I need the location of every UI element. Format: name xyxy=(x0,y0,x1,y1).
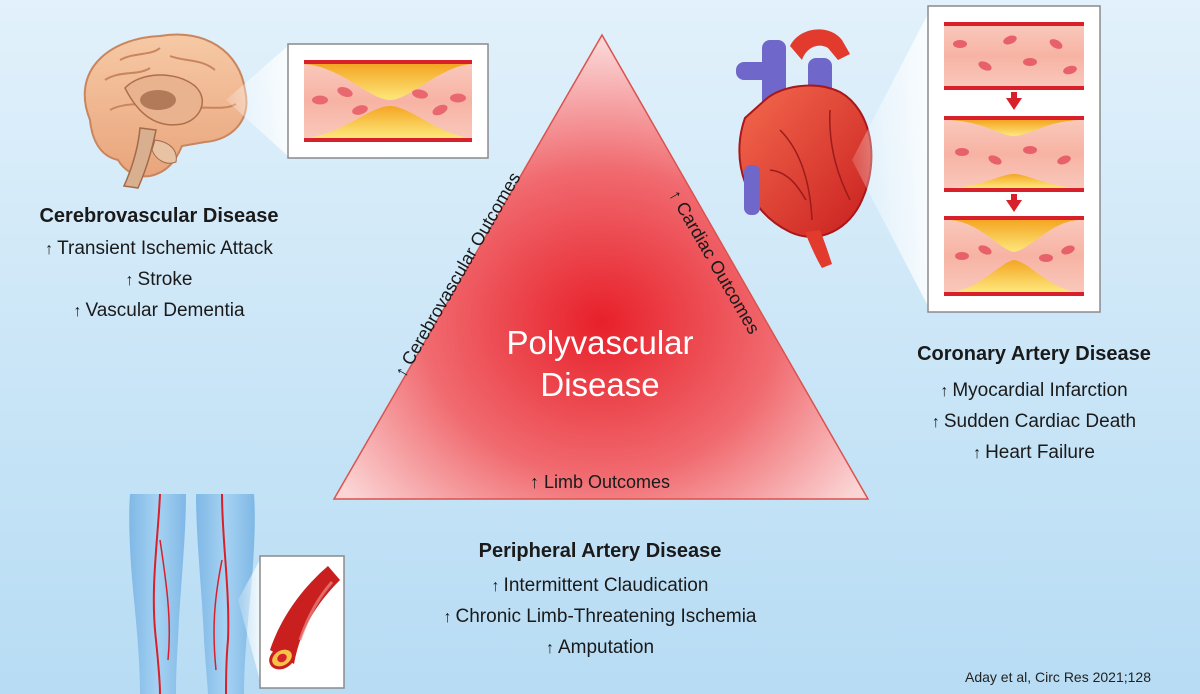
peripheral-title: Peripheral Artery Disease xyxy=(478,540,722,562)
list-item: ↑Stroke xyxy=(125,269,193,290)
brain-icon xyxy=(83,33,248,189)
list-item: ↑Intermittent Claudication xyxy=(491,575,709,596)
edge-label-text: Limb Outcomes xyxy=(543,472,671,492)
edge-label-limb: ↑ Limb Outcomes xyxy=(490,472,710,493)
up-arrow-icon: ↑ xyxy=(940,383,949,400)
up-arrow-icon: ↑ xyxy=(125,272,134,289)
up-arrow-icon: ↑ xyxy=(973,445,982,462)
list-item: ↑Transient Ischemic Attack xyxy=(45,238,273,259)
polyvascular-title-line1: Polyvascular xyxy=(506,324,694,361)
cerebrovascular-block: Cerebrovascular Disease ↑Transient Ische… xyxy=(0,205,318,327)
cerebrovascular-title: Cerebrovascular Disease xyxy=(39,205,279,227)
list-item: ↑Myocardial Infarction xyxy=(940,380,1128,401)
peripheral-block: Peripheral Artery Disease ↑Intermittent … xyxy=(380,540,820,664)
citation: Aday et al, Circ Res 2021;128 xyxy=(965,669,1151,685)
list-item: ↑Sudden Cardiac Death xyxy=(931,411,1137,432)
peripheral-artery-box xyxy=(259,555,345,689)
brain-zoom-beam xyxy=(226,44,290,158)
up-arrow-icon: ↑ xyxy=(529,472,539,492)
polyvascular-triangle xyxy=(332,33,870,500)
stage-arrow-1 xyxy=(1006,98,1022,110)
cerebral-artery-box xyxy=(287,43,489,159)
list-item: ↑Heart Failure xyxy=(973,442,1095,463)
up-arrow-icon: ↑ xyxy=(491,578,500,595)
up-arrow-icon: ↑ xyxy=(45,241,54,258)
list-item: ↑Vascular Dementia xyxy=(73,300,245,321)
heart-zoom-beam xyxy=(852,10,930,310)
stage-arrow-2 xyxy=(1006,200,1022,212)
leg-zoom-beam xyxy=(238,556,262,688)
up-arrow-icon: ↑ xyxy=(443,609,452,626)
up-arrow-icon: ↑ xyxy=(73,303,82,320)
coronary-artery-box xyxy=(927,5,1101,313)
legs-icon xyxy=(129,493,255,694)
list-item: ↑Amputation xyxy=(545,637,655,658)
coronary-stage-normal xyxy=(944,22,1084,90)
up-arrow-icon: ↑ xyxy=(545,640,554,657)
list-item: ↑Chronic Limb-Threatening Ischemia xyxy=(443,606,757,627)
up-arrow-icon: ↑ xyxy=(931,414,940,431)
coronary-block: Coronary Artery Disease ↑Myocardial Infa… xyxy=(872,343,1196,469)
polyvascular-title-line2: Disease xyxy=(540,366,660,403)
coronary-title: Coronary Artery Disease xyxy=(917,343,1151,365)
coronary-stage-plaque xyxy=(944,116,1084,192)
heart-icon xyxy=(736,29,873,268)
coronary-stage-stenosis xyxy=(944,216,1084,296)
polyvascular-title: Polyvascular Disease xyxy=(430,322,770,406)
